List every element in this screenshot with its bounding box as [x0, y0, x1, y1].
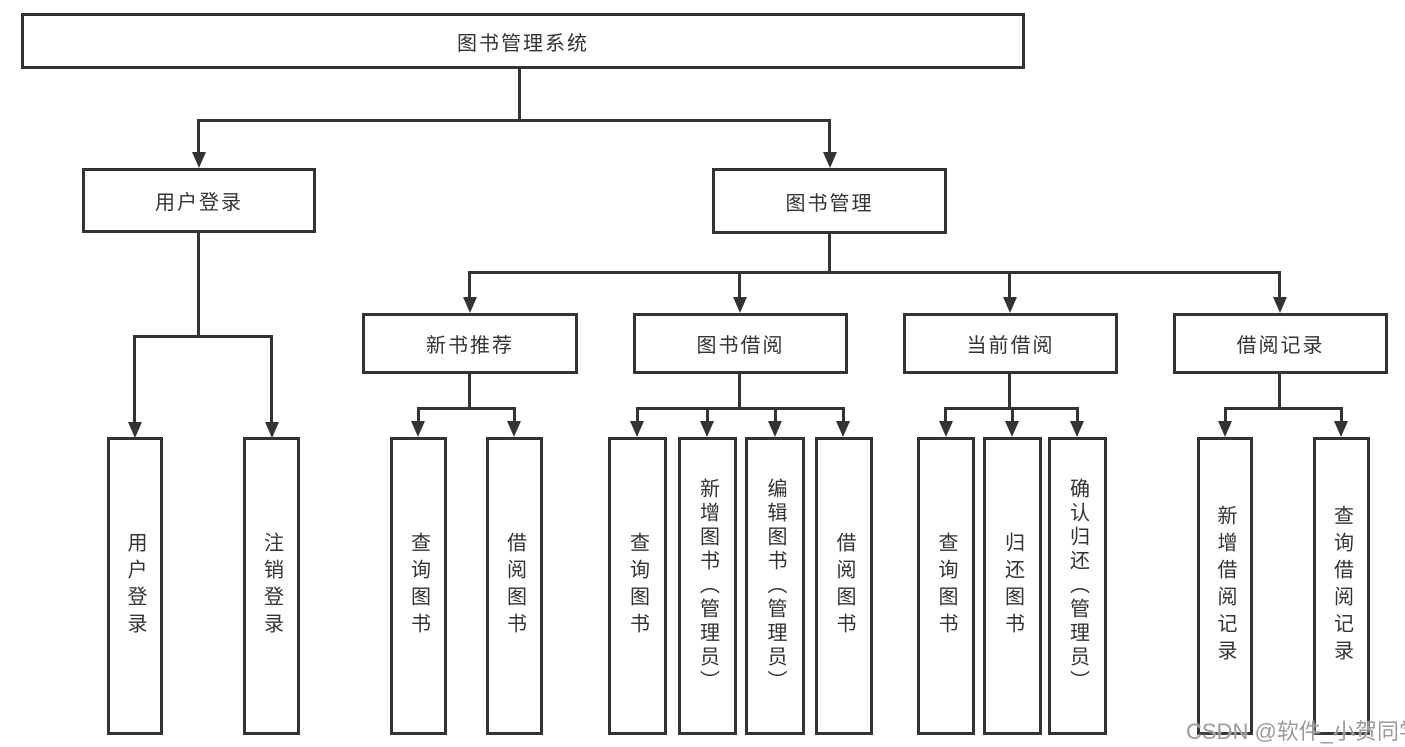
leaf-confirm-return-admin: 确认归还（管理员）: [1048, 437, 1107, 735]
arrow-head: [1334, 421, 1348, 437]
node-book-management-label: 图书管理: [785, 192, 874, 215]
arrow-head: [265, 422, 279, 438]
connector-book-mgmt-stem: [828, 234, 831, 273]
connector-records-drop: [1278, 271, 1281, 298]
connector-leaf-drop: [944, 407, 947, 422]
arrow-head: [700, 421, 714, 437]
node-book-borrowing-label: 图书借阅: [696, 335, 785, 357]
connector-leaf-drop: [1011, 407, 1014, 422]
connector-book-mgmt-drop: [828, 119, 831, 153]
leaf-edit-books-admin-label: 编辑图书（管理员）: [764, 478, 786, 694]
connector-borrow-drop: [738, 271, 741, 298]
node-book-management: 图书管理: [712, 168, 947, 234]
connector-leaf-drop: [513, 407, 516, 422]
leaf-return-books: 归还图书: [983, 437, 1042, 735]
arrow-head: [823, 152, 837, 168]
arrow-head: [939, 421, 953, 437]
leaf-add-books-admin-label: 新增图书（管理员）: [696, 478, 719, 694]
node-new-book-recommendation-label: 新书推荐: [426, 335, 514, 357]
connector-login-leaf-drop: [133, 335, 136, 422]
connector-leaf-drop: [1076, 407, 1079, 422]
connector-user-login-drop: [197, 119, 200, 153]
connector-logout-leaf-drop: [270, 335, 273, 422]
connector-leaf-drop: [1340, 407, 1343, 422]
leaf-add-books-admin: 新增图书（管理员）: [678, 437, 737, 735]
connector-current-stem: [1008, 374, 1011, 408]
node-current-borrowing-label: 当前借阅: [966, 335, 1055, 357]
connector-level3-rail: [468, 271, 1281, 274]
arrow-head: [128, 422, 142, 438]
connector-leaf-drop: [417, 407, 420, 422]
leaf-query-books-borrow-label: 查询图书: [626, 532, 649, 640]
connector-borrow-stem: [738, 374, 741, 408]
leaf-add-borrow-record-label: 新增借阅记录: [1214, 505, 1236, 667]
arrow-head: [836, 421, 850, 437]
connector-borrow-rail: [636, 407, 845, 410]
connector-leaf-drop: [842, 407, 845, 422]
connector-recommend-stem: [468, 374, 471, 408]
leaf-logout: 注销登录: [243, 437, 300, 735]
leaf-query-books-recommend: 查询图书: [390, 437, 447, 735]
leaf-edit-books-admin: 编辑图书（管理员）: [745, 437, 805, 735]
arrow-head: [1005, 421, 1019, 437]
leaf-query-borrow-record-label: 查询借阅记录: [1330, 505, 1353, 667]
node-user-login-label: 用户登录: [155, 192, 243, 214]
connector-recommend-drop: [468, 271, 471, 298]
connector-recommend-rail: [417, 407, 516, 410]
leaf-return-books-label: 归还图书: [1001, 532, 1024, 640]
node-root: 图书管理系统: [21, 13, 1025, 69]
arrow-head: [1070, 421, 1084, 437]
node-new-book-recommendation: 新书推荐: [362, 313, 578, 374]
node-book-borrowing: 图书借阅: [633, 313, 848, 374]
arrow-head: [1003, 297, 1017, 313]
connector-current-drop: [1008, 271, 1011, 298]
leaf-logout-label: 注销登录: [260, 532, 283, 640]
arrow-head: [192, 152, 206, 168]
connector-leaf-drop: [706, 407, 709, 422]
connector-user-login-rail: [133, 335, 273, 338]
arrow-head: [1273, 297, 1287, 313]
connector-records-rail: [1224, 407, 1343, 410]
arrow-head: [1218, 421, 1232, 437]
arrow-head: [411, 421, 425, 437]
leaf-confirm-return-admin-label: 确认归还（管理员）: [1066, 478, 1089, 694]
leaf-borrow-books-recommend-label: 借阅图书: [503, 532, 526, 640]
node-current-borrowing: 当前借阅: [903, 313, 1118, 374]
leaf-borrow-books-label: 借阅图书: [833, 532, 855, 640]
leaf-query-books-recommend-label: 查询图书: [407, 532, 430, 640]
watermark: CSDN @软件_小贺同学: [1186, 719, 1405, 744]
connector-leaf-drop: [636, 407, 639, 422]
leaf-query-books-current: 查询图书: [917, 437, 975, 735]
arrow-head: [507, 421, 521, 437]
leaf-borrow-books-recommend: 借阅图书: [486, 437, 543, 735]
connector-leaf-drop: [774, 407, 777, 422]
leaf-query-books-current-label: 查询图书: [935, 532, 957, 640]
leaf-user-login-label: 用户登录: [124, 532, 146, 640]
arrow-head: [768, 421, 782, 437]
connector-leaf-drop: [1224, 407, 1227, 422]
arrow-head: [630, 421, 644, 437]
connector-root-stem: [518, 68, 521, 120]
leaf-query-borrow-record: 查询借阅记录: [1313, 437, 1370, 735]
node-root-label: 图书管理系统: [457, 32, 589, 55]
connector-user-login-stem: [197, 232, 200, 337]
node-borrowing-records: 借阅记录: [1173, 313, 1388, 374]
node-borrowing-records-label: 借阅记录: [1236, 335, 1325, 357]
connector-records-stem: [1278, 374, 1281, 408]
leaf-add-borrow-record: 新增借阅记录: [1197, 437, 1253, 735]
arrow-head: [463, 297, 477, 313]
node-user-login: 用户登录: [82, 168, 316, 233]
arrow-head: [733, 297, 747, 313]
leaf-query-books-borrow: 查询图书: [608, 437, 667, 735]
leaf-borrow-books: 借阅图书: [815, 437, 873, 735]
connector-level2-rail: [197, 119, 831, 122]
leaf-user-login: 用户登录: [107, 437, 163, 735]
